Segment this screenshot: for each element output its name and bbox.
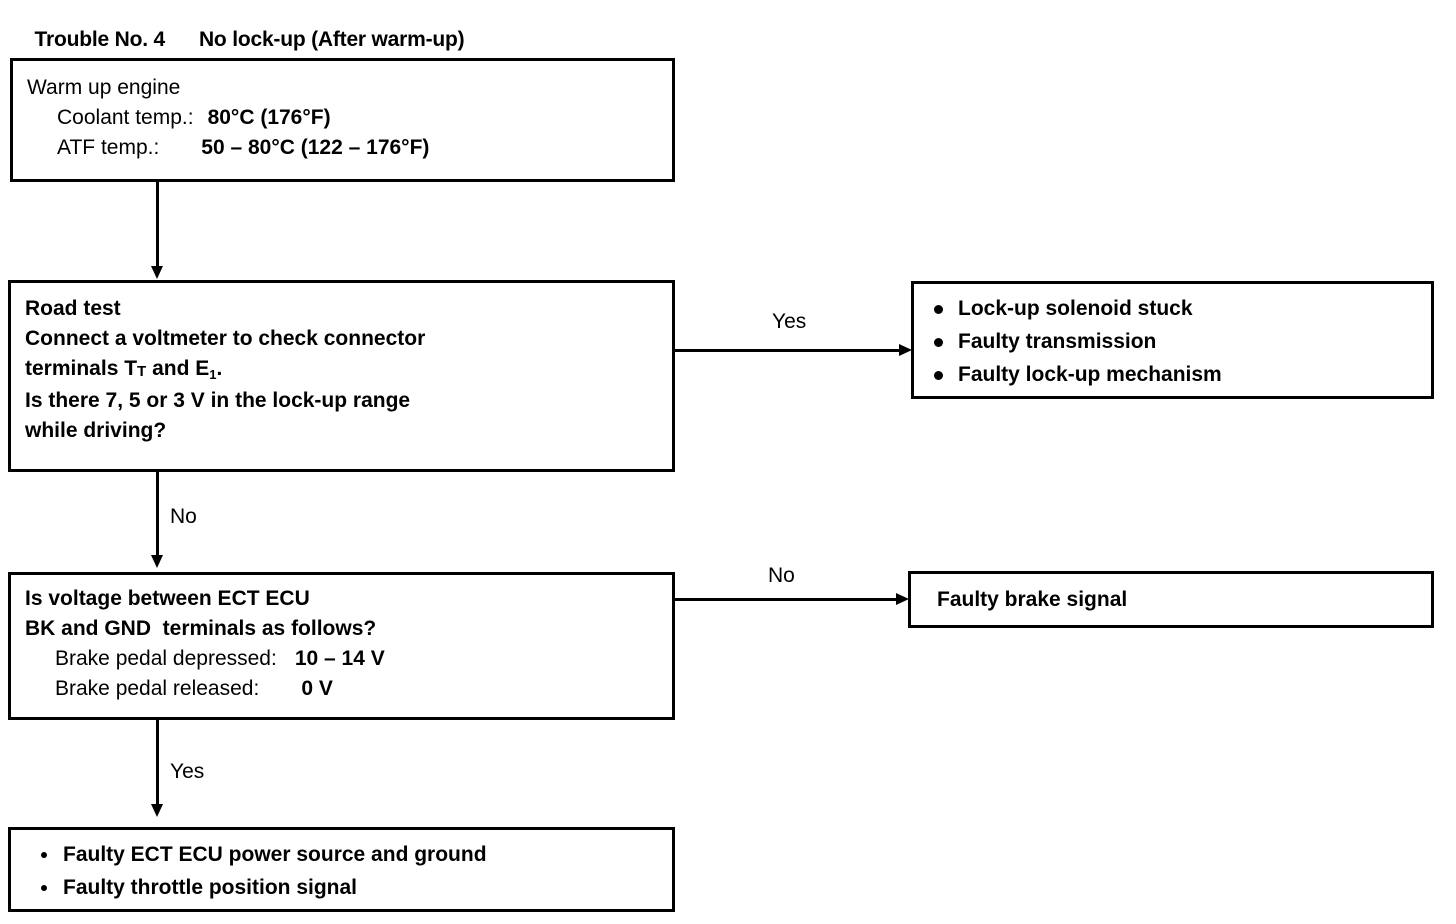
lockup-causes-box: Lock-up solenoid stuck Faulty transmissi…: [911, 281, 1434, 399]
warm-up-engine-text: Warm up engine Coolant temp.: 80°C (176°F…: [13, 61, 443, 173]
arrow-roadtest-yes: [899, 344, 912, 356]
road-test-text: Road test Connect a voltmeter to check c…: [11, 283, 439, 456]
arrow-warmup-to-roadtest: [151, 266, 163, 279]
lockup-cause-2: Faulty transmission: [958, 330, 1157, 353]
list-item: Lock-up solenoid stuck: [928, 292, 1431, 325]
ect-ecu-line-2: BK and GND terminals as follows?: [25, 617, 377, 640]
list-item: Faulty throttle position signal: [33, 871, 672, 904]
faulty-brake-signal-text: Faulty brake signal: [937, 588, 1128, 611]
warm-up-heading: Warm up engine: [27, 76, 181, 99]
road-test-line-4: Is there 7, 5 or 3 V in the lock-up rang…: [25, 389, 411, 412]
connector-roadtest-to-ectecu: [156, 472, 159, 557]
brake-released-value: 0 V: [301, 677, 333, 700]
ecu-causes-list: Faulty ECT ECU power source and ground F…: [11, 830, 672, 904]
list-item: Faulty transmission: [928, 325, 1431, 358]
lockup-causes-list: Lock-up solenoid stuck Faulty transmissi…: [914, 284, 1431, 391]
arrow-roadtest-to-ectecu: [151, 555, 163, 568]
connector-warmup-to-roadtest: [156, 182, 159, 268]
road-test-line-2: Connect a voltmeter to check connector: [25, 327, 426, 350]
atf-temp-value: 50 – 80°C (122 – 176°F): [201, 136, 430, 159]
ect-ecu-line-1: Is voltage between ECT ECU: [25, 587, 310, 610]
ect-ecu-text: Is voltage between ECT ECU BK and GND te…: [11, 575, 399, 714]
terminal-tt-subscript: T: [137, 362, 147, 380]
arrow-ectecu-to-causes: [151, 804, 163, 817]
edge-label-roadtest-yes: Yes: [772, 310, 807, 333]
ecu-causes-box: Faulty ECT ECU power source and ground F…: [8, 827, 675, 912]
faulty-brake-signal-box: Faulty brake signal: [908, 571, 1434, 628]
road-test-terminals-mid: and E: [146, 357, 210, 380]
road-test-line-3: terminals TT and E1.: [25, 354, 425, 386]
coolant-temp-label: Coolant temp.:: [57, 106, 194, 129]
terminal-e1-subscript: 1: [209, 366, 217, 382]
brake-released-label: Brake pedal released:: [55, 677, 260, 700]
brake-depressed-line: Brake pedal depressed: 10 – 14 V: [25, 644, 385, 674]
atf-temp-label: ATF temp.:: [57, 136, 160, 159]
warm-up-engine-box: Warm up engine Coolant temp.: 80°C (176°F…: [10, 58, 675, 182]
page-title: Trouble No. 4 No lock-up (After warm-up): [12, 4, 465, 76]
road-test-line-5: while driving?: [25, 419, 167, 442]
edge-label-ectecu-yes: Yes: [170, 760, 205, 783]
title-trouble-no: Trouble No. 4: [34, 28, 166, 51]
lockup-cause-3: Faulty lock-up mechanism: [958, 363, 1222, 386]
brake-released-line: Brake pedal released: 0 V: [25, 674, 385, 704]
ect-ecu-box: Is voltage between ECT ECU BK and GND te…: [8, 572, 675, 720]
lockup-cause-1: Lock-up solenoid stuck: [958, 297, 1193, 320]
brake-depressed-label: Brake pedal depressed:: [55, 647, 277, 670]
title-description: No lock-up (After warm-up): [198, 28, 465, 51]
road-test-heading: Road test: [25, 297, 121, 320]
list-item: Faulty ECT ECU power source and ground: [33, 838, 672, 871]
atf-temp-line: ATF temp.: 50 – 80°C (122 – 176°F): [27, 133, 429, 163]
connector-roadtest-yes: [675, 349, 905, 352]
arrow-ectecu-no: [896, 593, 909, 605]
connector-ectecu-to-causes: [156, 720, 159, 806]
road-test-terminals-prefix: terminals T: [25, 357, 138, 380]
coolant-temp-value: 80°C (176°F): [207, 106, 331, 129]
list-item: Faulty lock-up mechanism: [928, 358, 1431, 391]
edge-label-roadtest-no: No: [170, 505, 197, 528]
edge-label-ectecu-no: No: [768, 564, 795, 587]
coolant-temp-line: Coolant temp.: 80°C (176°F): [27, 103, 429, 133]
ecu-cause-1: Faulty ECT ECU power source and ground: [63, 843, 487, 866]
connector-ectecu-no: [675, 598, 903, 601]
ecu-cause-2: Faulty throttle position signal: [63, 876, 357, 899]
road-test-terminals-suffix: .: [216, 357, 223, 380]
road-test-box: Road test Connect a voltmeter to check c…: [8, 280, 675, 472]
brake-depressed-value: 10 – 14 V: [294, 647, 385, 670]
